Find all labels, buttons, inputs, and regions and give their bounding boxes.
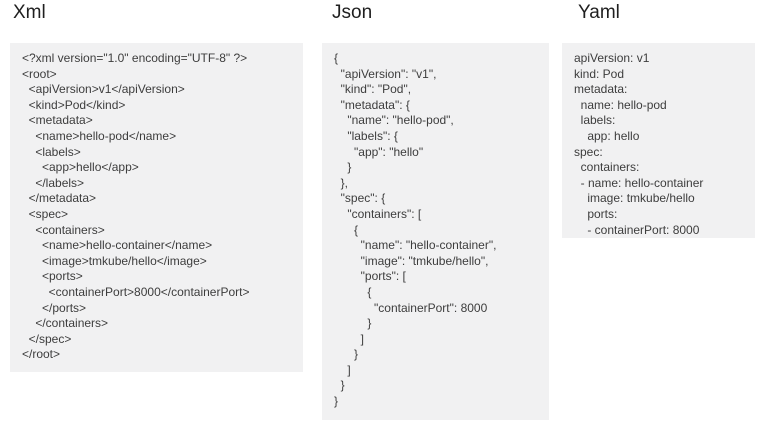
json-section-title: Json [332,2,373,23]
json-code-block: { "apiVersion": "v1", "kind": "Pod", "me… [322,43,549,420]
xml-section-title: Xml [13,2,46,23]
yaml-code-block: apiVersion: v1 kind: Pod metadata: name:… [562,43,755,238]
yaml-section-title: Yaml [578,2,620,23]
xml-code-block: <?xml version="1.0" encoding="UTF-8" ?> … [10,43,303,372]
